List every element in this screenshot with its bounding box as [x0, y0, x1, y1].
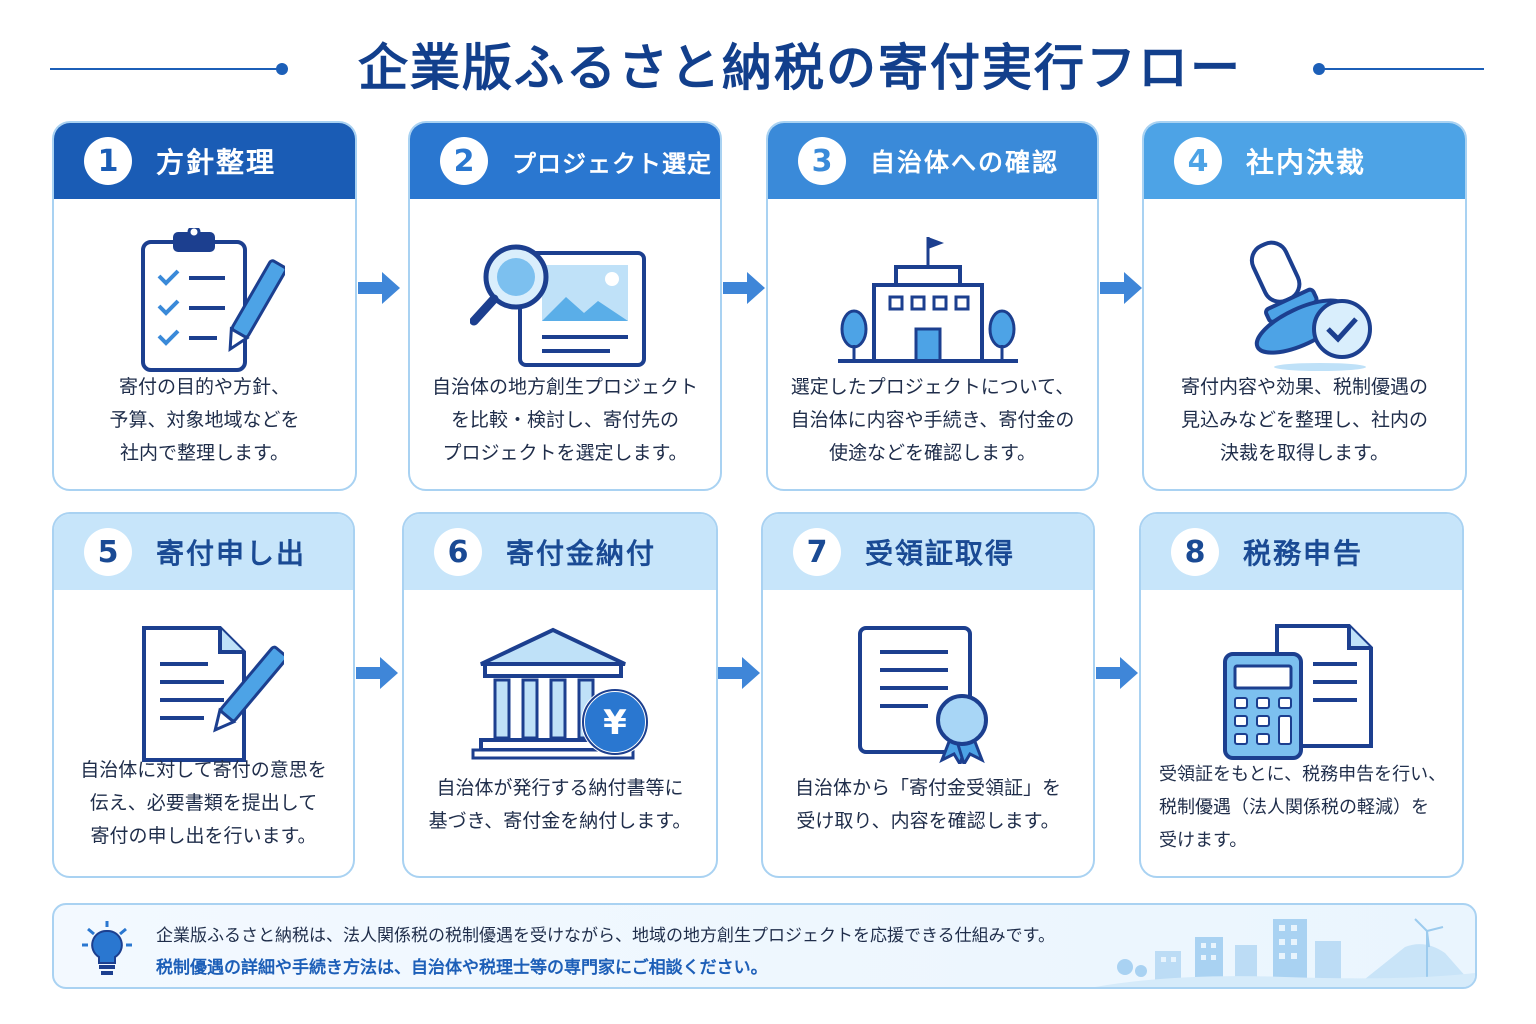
svg-text:¥: ¥ [603, 703, 627, 743]
step-text-line: 寄付内容や効果、税制優遇の [1180, 376, 1428, 398]
step-text-line: 税制優遇（法人関係税の軽減）を [1159, 797, 1429, 818]
step-text-7: 自治体から「寄付金受領証」を 受け取り、内容を確認します。 [771, 772, 1085, 838]
step-header-1: 1 方針整理 [54, 123, 355, 199]
document-pen-icon [54, 604, 353, 784]
certificate-icon [763, 604, 1093, 784]
title-rule-right [1318, 68, 1484, 70]
step-card-4: 4 社内決裁 寄付内容や効果、税制優遇の 見込みなどを整理し、社内の 決裁を取得… [1142, 121, 1467, 491]
arrow-right-icon [358, 272, 400, 304]
arrow-right-icon [718, 657, 760, 689]
step-text-6: 自治体が発行する納付書等に 基づき、寄付金を納付します。 [412, 772, 708, 838]
step-text-line: 自治体に内容や手続き、寄付金の [790, 409, 1075, 431]
step-number-2: 2 [440, 137, 488, 185]
title-bar: 企業版ふるさと納税の寄付実行フロー [0, 26, 1536, 110]
step-title-7: 受領証取得 [865, 537, 1016, 570]
step-card-3: 3 自治体への確認 選定したプロジェクトについて、 自治体に内容や手続き、寄付金… [766, 121, 1099, 491]
step-text-line: 使途などを確認します。 [828, 442, 1037, 464]
step-text-2: 自治体の地方創生プロジェクト を比較・検討し、寄付先の プロジェクトを選定します… [418, 371, 712, 470]
step-text-line: 予算、対象地域などを [109, 409, 300, 431]
stamp-approval-icon [1144, 213, 1465, 393]
step-title-2: プロジェクト選定 [512, 149, 712, 178]
step-text-4: 寄付内容や効果、税制優遇の 見込みなどを整理し、社内の 決裁を取得します。 [1152, 371, 1457, 470]
step-card-5: 5 寄付申し出 自治体に対して寄付の意思を 伝え、必要書類を提出して 寄付の申し… [52, 512, 355, 878]
step-number-8: 8 [1171, 528, 1219, 576]
arrow-right-icon [723, 272, 765, 304]
step-header-5: 5 寄付申し出 [54, 514, 353, 590]
arrow-right-icon [1100, 272, 1142, 304]
step-text-line: 受けます。 [1159, 830, 1248, 851]
step-header-3: 3 自治体への確認 [768, 123, 1097, 199]
cityscape-illustration [1095, 918, 1475, 987]
step-text-line: 自治体が発行する納付書等に [436, 777, 684, 799]
step-text-line: 基づき、寄付金を納付します。 [428, 810, 692, 832]
step-text-line: 寄付の目的や方針、 [118, 376, 290, 398]
step-title-4: 社内決裁 [1246, 146, 1367, 179]
step-number-4: 4 [1174, 137, 1222, 185]
step-number-7: 7 [793, 528, 841, 576]
step-text-line: 見込みなどを整理し、社内の [1180, 409, 1428, 431]
step-number-5: 5 [84, 528, 132, 576]
step-text-line: 受け取り、内容を確認します。 [796, 810, 1060, 832]
step-header-2: 2 プロジェクト選定 [410, 123, 720, 199]
step-header-8: 8 税務申告 [1141, 514, 1462, 590]
step-text-8: 受領証をもとに、税務申告を行い、 税制優遇（法人関係税の軽減）を 受けます。 [1159, 758, 1454, 857]
step-title-5: 寄付申し出 [156, 537, 307, 570]
step-title-1: 方針整理 [156, 146, 277, 179]
step-text-line: 社内で整理します。 [119, 442, 290, 464]
step-header-6: 6 寄付金納付 [404, 514, 716, 590]
page-title: 企業版ふるさと納税の寄付実行フロー [358, 39, 1242, 97]
step-card-6: 6 寄付金納付 ¥ 自治体が発行する納付書等に 基づき、寄付金を納付します。 [402, 512, 718, 878]
step-text-line: 自治体の地方創生プロジェクト [431, 376, 698, 398]
step-text-line: 伝え、必要書類を提出して [89, 792, 318, 814]
step-text-line: 選定したプロジェクトについて、 [790, 376, 1075, 398]
arrow-right-icon [1096, 657, 1138, 689]
step-text-1: 寄付の目的や方針、 予算、対象地域などを 社内で整理します。 [62, 371, 347, 470]
step-title-6: 寄付金納付 [506, 537, 657, 570]
step-text-line: 自治体から「寄付金受領証」を [794, 777, 1061, 799]
step-header-4: 4 社内決裁 [1144, 123, 1465, 199]
step-text-line: 寄付の申し出を行います。 [90, 825, 317, 847]
note-box: 企業版ふるさと納税は、法人関係税の税制優遇を受けながら、地域の地方創生プロジェク… [52, 903, 1477, 989]
step-title-3: 自治体への確認 [870, 148, 1060, 177]
title-rule-left [50, 68, 282, 70]
step-number-1: 1 [84, 137, 132, 185]
step-text-5: 自治体に対して寄付の意思を 伝え、必要書類を提出して 寄付の申し出を行います。 [62, 754, 345, 853]
step-text-line: 受領証をもとに、税務申告を行い、 [1159, 764, 1447, 785]
step-card-7: 7 受領証取得 自治体から「寄付金受領証」を 受け取り、内容を確認します。 [761, 512, 1095, 878]
step-card-2: 2 プロジェクト選定 自治体の地方創生プロジェクト を比較・検討し、寄付先の プ… [408, 121, 722, 491]
city-hall-icon [768, 213, 1097, 393]
step-card-1: 1 方針整理 寄付の目的や方針、 予算、対象地域などを 社内で整理します。 [52, 121, 357, 491]
clipboard-checklist-icon [54, 213, 355, 393]
arrow-right-icon [356, 657, 398, 689]
step-text-line: プロジェクトを選定します。 [442, 442, 688, 464]
step-card-8: 8 税務申告 受領証をもとに、税務申告を行い、 税制優遇（法人関係税の軽減）を … [1139, 512, 1464, 878]
lightbulb-icon [82, 921, 132, 975]
title-dot-left [276, 63, 288, 75]
step-text-3: 選定したプロジェクトについて、 自治体に内容や手続き、寄付金の 使途などを確認し… [776, 371, 1089, 470]
note-text-main: 企業版ふるさと納税は、法人関係税の税制優遇を受けながら、地域の地方創生プロジェク… [156, 926, 1055, 946]
step-text-line: 決裁を取得します。 [1219, 442, 1390, 464]
step-text-line: を比較・検討し、寄付先の [450, 409, 679, 431]
step-header-7: 7 受領証取得 [763, 514, 1093, 590]
step-title-8: 税務申告 [1243, 537, 1364, 570]
step-number-3: 3 [798, 137, 846, 185]
step-text-line: 自治体に対して寄付の意思を [80, 759, 327, 781]
magnifier-document-icon [410, 213, 720, 393]
step-number-6: 6 [434, 528, 482, 576]
bank-yen-icon: ¥ [404, 604, 716, 784]
calculator-document-icon [1141, 604, 1462, 784]
note-text-advice: 税制優遇の詳細や手続き方法は、自治体や税理士等の専門家にご相談ください。 [156, 958, 768, 978]
